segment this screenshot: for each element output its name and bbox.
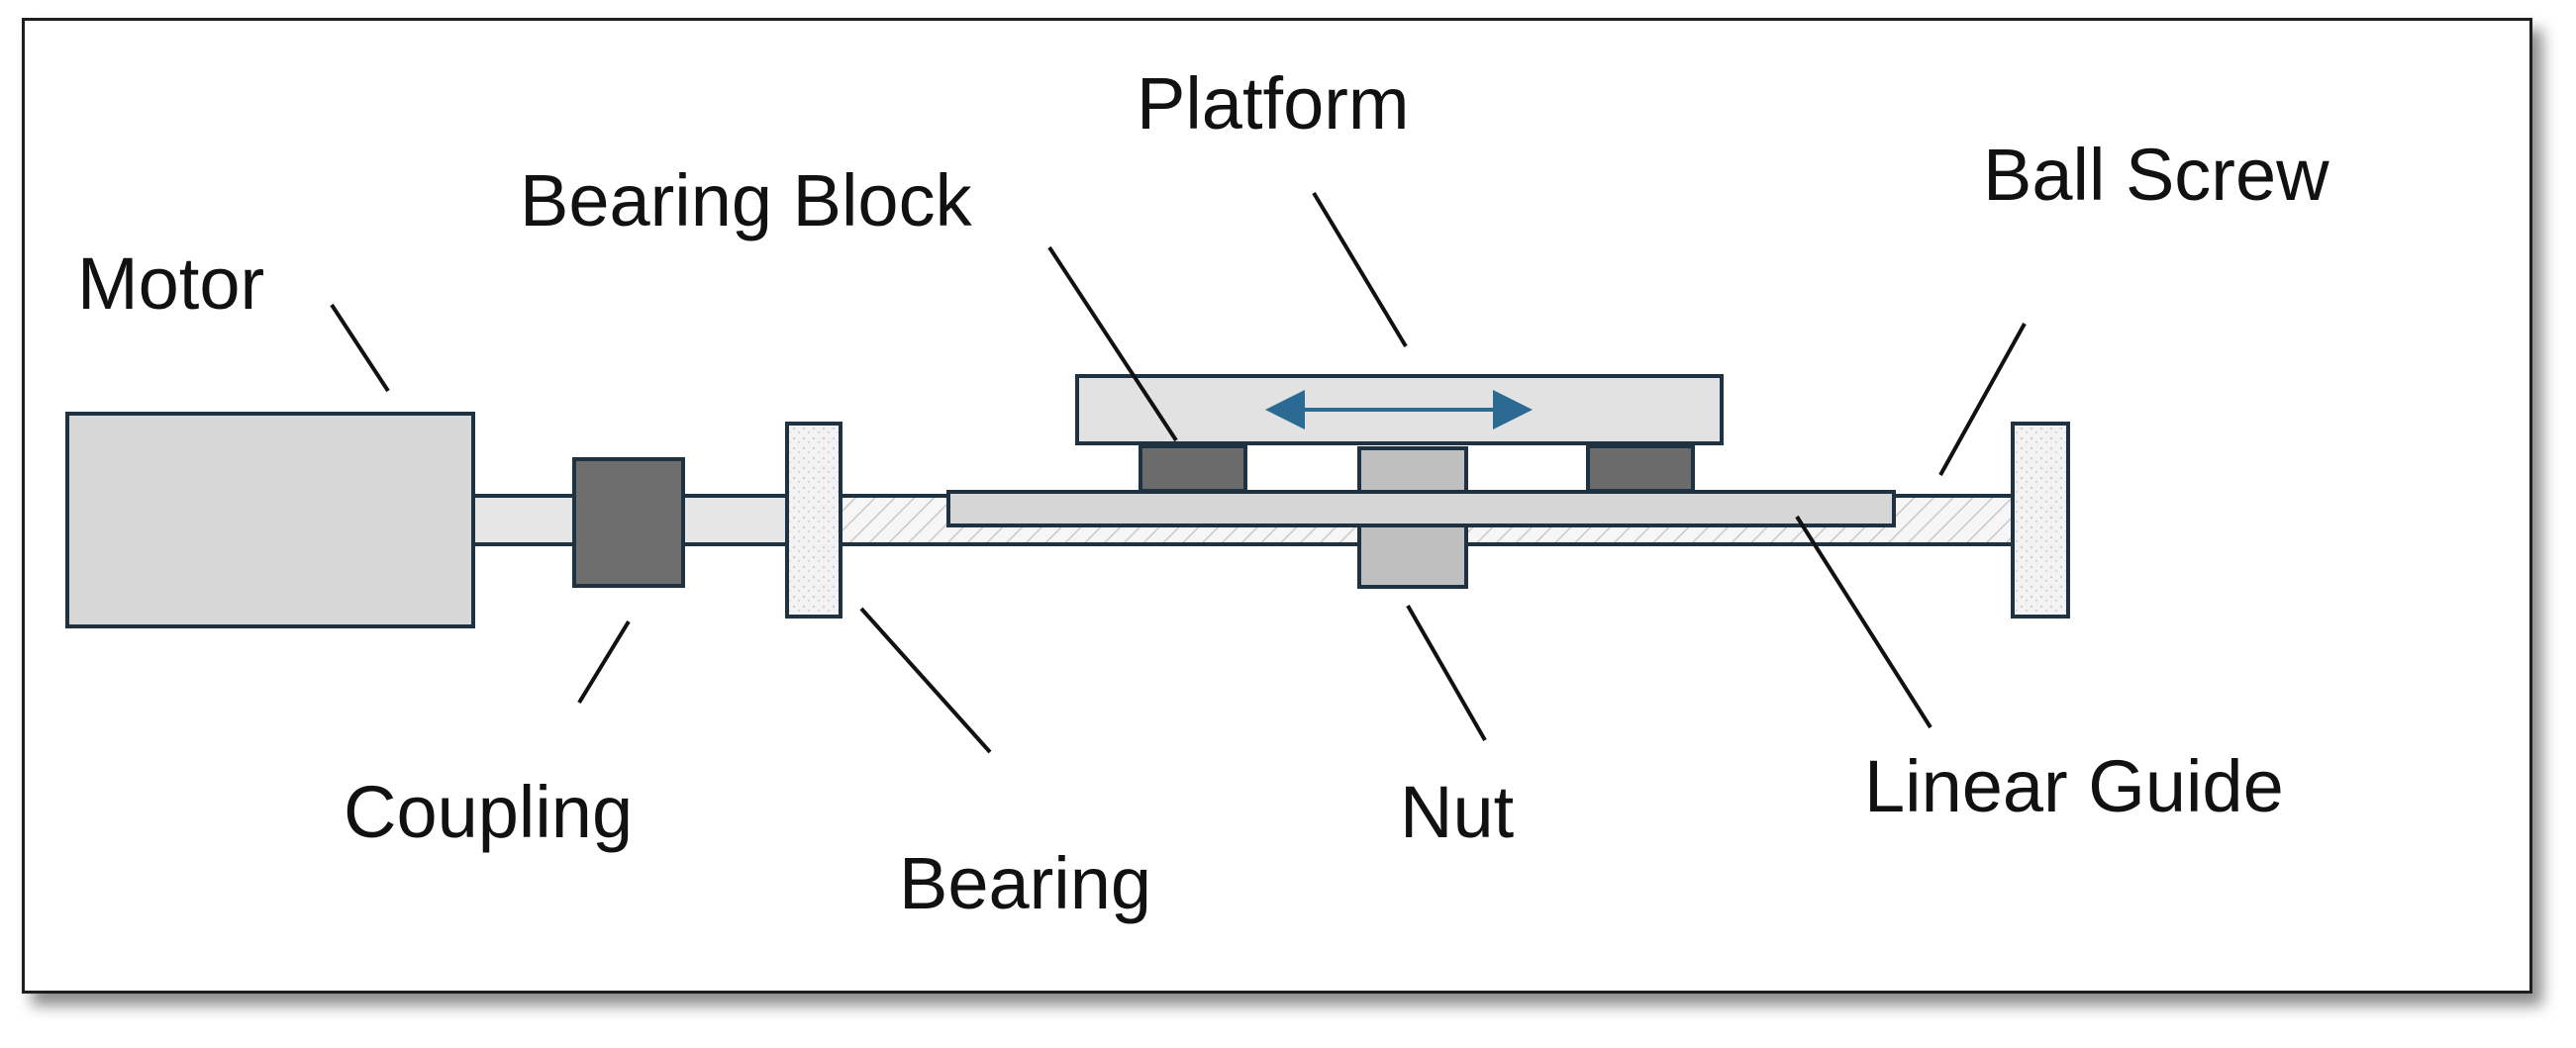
label-ball-screw: Ball Screw [1983, 134, 2329, 216]
label-linear-guide: Linear Guide [1864, 745, 2284, 827]
leader-bearing-block [1047, 245, 1178, 442]
label-bearing: Bearing [899, 842, 1151, 924]
right-bearing [2011, 422, 2070, 619]
leader-linear-guide [1795, 515, 1932, 729]
left-bearing [785, 422, 842, 619]
label-coupling: Coupling [344, 771, 633, 853]
motor-body [65, 412, 475, 628]
leader-coupling [577, 619, 631, 705]
leader-bearing [859, 607, 992, 754]
label-platform: Platform [1137, 62, 1410, 144]
label-motor: Motor [77, 242, 264, 325]
label-bearing-block: Bearing Block [520, 159, 973, 241]
bearing-block-right [1586, 444, 1695, 493]
linear-guide-rail [946, 490, 1896, 527]
leader-nut [1406, 605, 1487, 741]
label-nut: Nut [1400, 771, 1515, 853]
coupling-body [572, 457, 685, 588]
leader-ball-screw [1938, 323, 2027, 476]
leader-motor [330, 303, 390, 393]
leader-platform [1312, 191, 1408, 348]
bearing-block-left [1139, 444, 1247, 493]
